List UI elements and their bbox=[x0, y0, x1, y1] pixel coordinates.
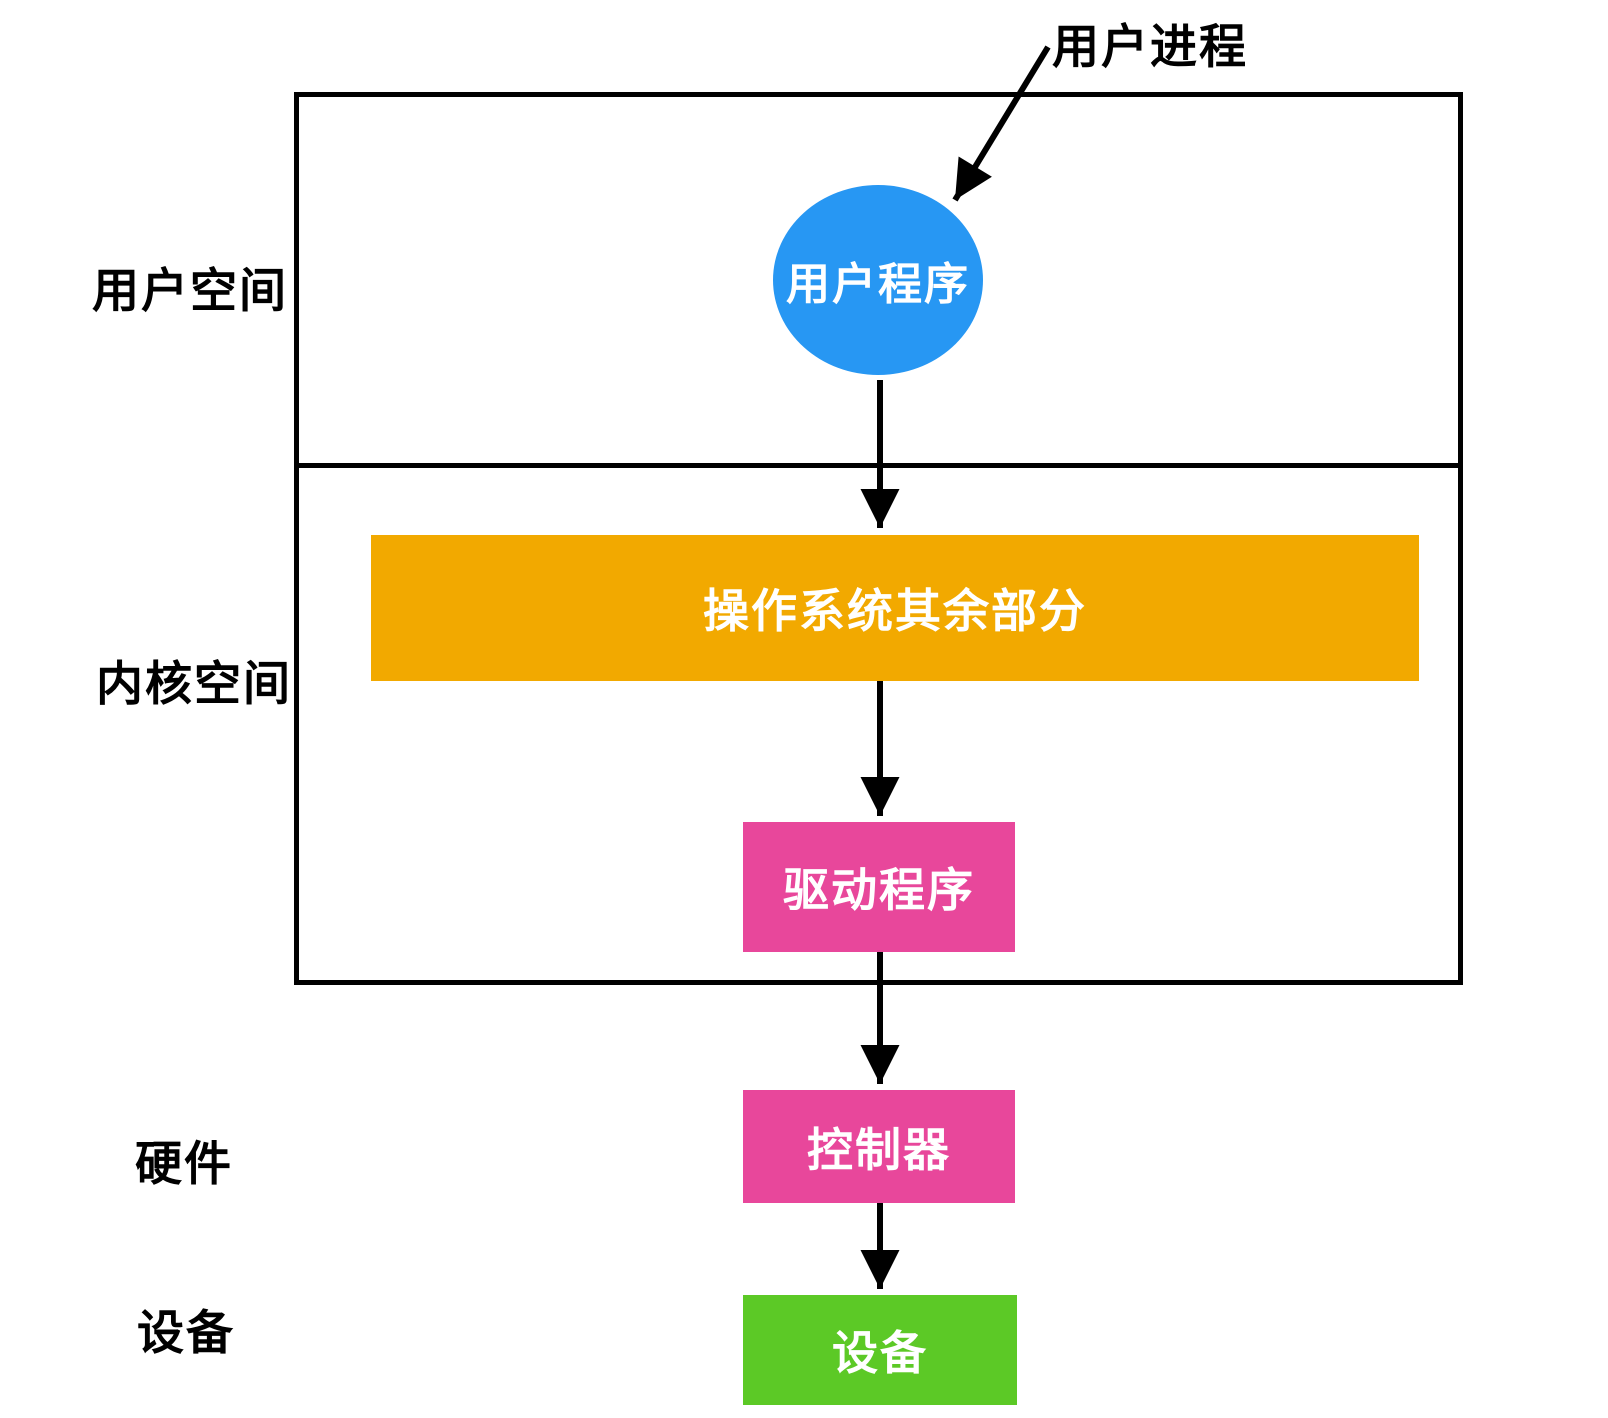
node-user-program-label: 用户程序 bbox=[786, 260, 970, 309]
node-device: 设备 bbox=[743, 1295, 1017, 1405]
node-device-label: 设备 bbox=[832, 1327, 928, 1379]
node-user-program: 用户程序 bbox=[773, 185, 983, 375]
label-user-space: 用户空间 bbox=[92, 264, 288, 317]
label-device: 设备 bbox=[137, 1306, 235, 1359]
node-driver: 驱动程序 bbox=[743, 822, 1015, 952]
user-kernel-divider-line bbox=[294, 463, 1463, 468]
node-os-rest: 操作系统其余部分 bbox=[371, 535, 1419, 681]
node-os-rest-label: 操作系统其余部分 bbox=[703, 585, 1087, 637]
label-hardware: 硬件 bbox=[135, 1137, 233, 1190]
node-controller: 控制器 bbox=[743, 1090, 1015, 1203]
label-user-process: 用户进程 bbox=[1052, 20, 1248, 73]
node-controller-label: 控制器 bbox=[807, 1123, 951, 1176]
node-driver-label: 驱动程序 bbox=[783, 864, 975, 916]
label-kernel-space: 内核空间 bbox=[96, 657, 292, 710]
